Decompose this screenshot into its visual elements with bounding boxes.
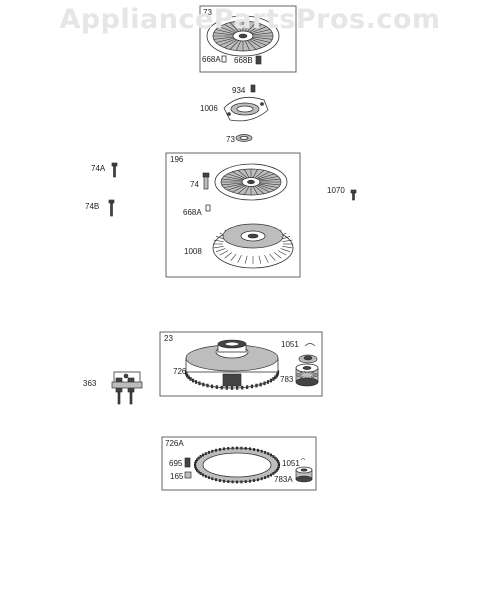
bolt-74[interactable] bbox=[202, 172, 210, 190]
bracket-1006[interactable] bbox=[223, 96, 269, 122]
group-23: 23 726 1051 783 bbox=[159, 331, 323, 397]
nut-165[interactable] bbox=[184, 471, 192, 479]
part-726-label: 726 bbox=[173, 367, 187, 376]
part-74A-label: 74A bbox=[91, 164, 106, 173]
clip-1051-b[interactable] bbox=[300, 458, 306, 461]
part-74-label: 74 bbox=[190, 180, 199, 189]
group-73-label: 73 bbox=[203, 8, 212, 17]
part-165-label: 165 bbox=[170, 472, 184, 481]
part-74B-label: 74B bbox=[85, 202, 99, 211]
part-1008-label: 1008 bbox=[184, 247, 202, 256]
screw-1070[interactable] bbox=[350, 189, 357, 201]
group-73: 73 668A 668B bbox=[199, 5, 297, 73]
group-23-frame bbox=[159, 331, 323, 397]
part-668B-label: 668B bbox=[234, 56, 253, 65]
part-695-label: 695 bbox=[169, 459, 183, 468]
group-196-label: 196 bbox=[170, 155, 184, 164]
clip-1051-a[interactable] bbox=[304, 343, 316, 347]
fan-1008[interactable] bbox=[212, 223, 294, 269]
blower-screen-196[interactable] bbox=[214, 163, 288, 201]
starter-cup-783[interactable] bbox=[295, 363, 319, 387]
ring-73[interactable] bbox=[235, 134, 253, 142]
part-1051-b-label: 1051 bbox=[282, 459, 300, 468]
clip-668A-mid[interactable] bbox=[205, 204, 211, 212]
flywheel-726[interactable] bbox=[184, 339, 280, 390]
part-1006-label: 1006 bbox=[200, 104, 218, 113]
group-196-frame bbox=[165, 152, 301, 278]
part-73-ring-label: 73 bbox=[226, 135, 235, 144]
part-1051-a-label: 1051 bbox=[281, 340, 299, 349]
part-783A-label: 783A bbox=[274, 475, 293, 484]
fan-screen-top[interactable] bbox=[206, 15, 280, 57]
screw-668B[interactable] bbox=[255, 55, 262, 65]
part-668A-mid-label: 668A bbox=[183, 208, 202, 217]
part-668A-top-label: 668A bbox=[202, 55, 221, 64]
bolt-695[interactable] bbox=[184, 457, 191, 468]
group-196: 196 74 668A 1008 bbox=[165, 152, 301, 278]
bolt-74A[interactable] bbox=[111, 162, 118, 178]
starter-cup-783A[interactable] bbox=[295, 466, 313, 483]
ring-gear-726A[interactable] bbox=[194, 446, 280, 484]
group-726A: 726A 695 165 1051 783A bbox=[161, 436, 317, 491]
part-1070-label: 1070 bbox=[327, 186, 345, 195]
screw-934[interactable] bbox=[250, 84, 256, 93]
group-23-label: 23 bbox=[164, 334, 173, 343]
part-363-label: 363 bbox=[83, 379, 97, 388]
bolt-74B[interactable] bbox=[108, 199, 115, 217]
part-934-label: 934 bbox=[232, 86, 246, 95]
clip-668A-top[interactable] bbox=[221, 55, 227, 63]
group-726A-label: 726A bbox=[165, 439, 184, 448]
part-783-label: 783 bbox=[280, 375, 294, 384]
group-73-frame bbox=[199, 5, 297, 73]
group-726A-frame bbox=[161, 436, 317, 491]
cup-1051-a[interactable] bbox=[298, 354, 318, 364]
bracket-363[interactable] bbox=[111, 371, 143, 405]
